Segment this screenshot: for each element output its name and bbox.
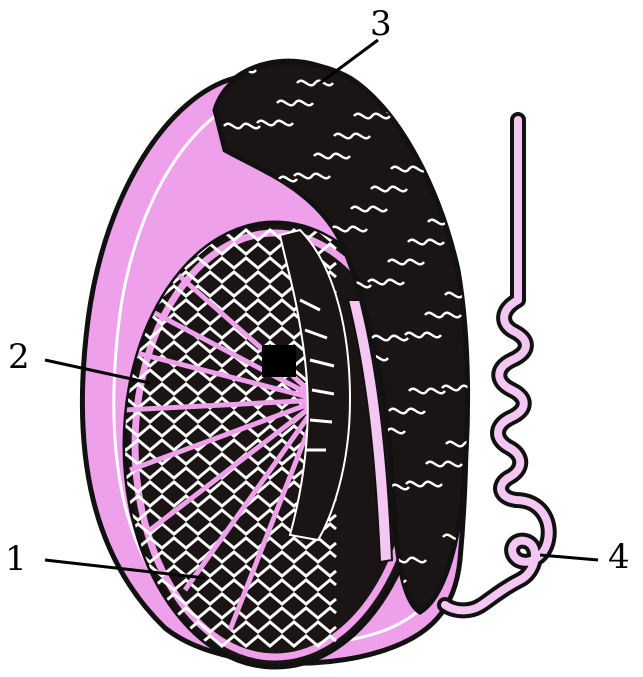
label-4: 4 xyxy=(608,537,630,577)
rete-center-dark xyxy=(262,345,296,377)
label-2: 2 xyxy=(8,337,30,377)
epididymis-coil xyxy=(424,164,460,169)
epididymis-coil xyxy=(427,71,463,76)
label-1: 1 xyxy=(5,539,27,579)
epididymis-coil xyxy=(444,144,480,149)
epididymis-coil xyxy=(407,91,443,96)
epididymis-coil xyxy=(387,111,423,116)
label-3: 3 xyxy=(370,4,392,44)
